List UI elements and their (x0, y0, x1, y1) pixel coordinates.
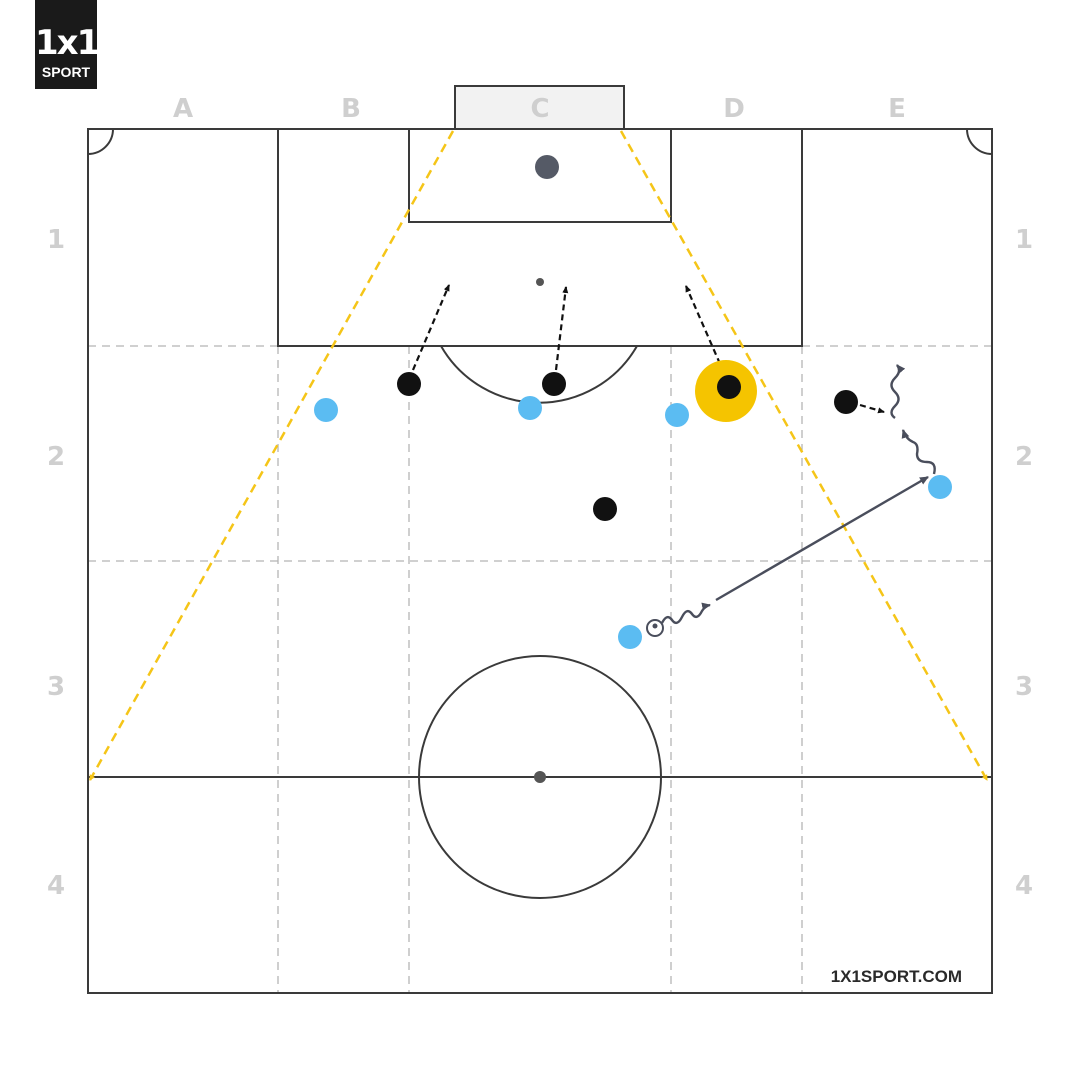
cone-lines (88, 130, 989, 781)
logo-mark: 1x1 (35, 23, 100, 63)
defender (314, 398, 338, 422)
logo-word: SPORT (41, 64, 91, 80)
goal-area (408, 128, 672, 223)
goalkeeper (535, 155, 559, 179)
attacker (717, 375, 741, 399)
row-label-right: 3 (1015, 672, 1033, 702)
defender (928, 475, 952, 499)
cone-line-left (88, 130, 455, 781)
row-label-left: 1 (47, 225, 65, 255)
defender (518, 396, 542, 420)
center-circle (418, 655, 662, 899)
website-label: 1X1SPORT.COM (831, 967, 962, 986)
attacker (397, 372, 421, 396)
column-label: C (530, 94, 549, 124)
run-arrow (411, 284, 451, 371)
row-label-left: 4 (47, 871, 65, 901)
attacker (834, 390, 858, 414)
column-label: B (341, 94, 361, 124)
penalty-arc (440, 345, 638, 404)
run-arrow (684, 285, 726, 374)
dribble-path (660, 602, 711, 625)
row-label-right: 4 (1015, 871, 1033, 901)
row-label-right: 1 (1015, 225, 1033, 255)
run-arrow (554, 286, 569, 371)
defender (618, 625, 642, 649)
attackers (397, 372, 858, 521)
ball-movements (660, 364, 936, 625)
brand-logo: 1x1 SPORT (35, 0, 100, 89)
penalty-spot (536, 278, 544, 286)
defenders (314, 396, 952, 649)
row-label-right: 2 (1015, 442, 1033, 472)
dribble-path (890, 364, 906, 419)
cone-line-right (619, 130, 989, 781)
attacker (593, 497, 617, 521)
goal (454, 85, 625, 130)
attacker-runs (411, 284, 885, 414)
pass-arrow (715, 475, 929, 602)
row-label-left: 3 (47, 672, 65, 702)
ball-icon (646, 619, 664, 637)
corner-arc-right (966, 128, 993, 155)
column-label: E (888, 94, 906, 124)
column-label: A (173, 94, 193, 124)
dribble-path (901, 429, 936, 475)
column-labels: A B C D E (173, 94, 906, 124)
defender (665, 403, 689, 427)
corner-arc-left (87, 128, 114, 155)
row-labels: 1 2 3 4 1 2 3 4 (47, 225, 1033, 901)
attacker (542, 372, 566, 396)
row-label-left: 2 (47, 442, 65, 472)
run-arrow (859, 403, 885, 414)
zone-grid (88, 345, 992, 993)
center-spot (534, 771, 546, 783)
column-label: D (723, 94, 745, 124)
